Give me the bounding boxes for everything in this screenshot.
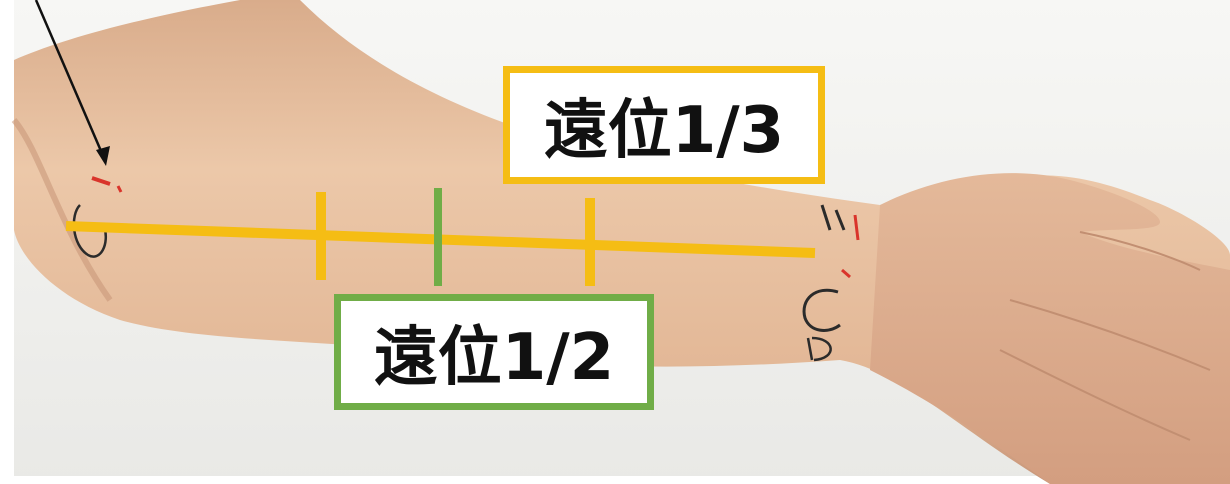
red-marker-elbow: [91, 176, 111, 186]
black-marker-wrist-c: [802, 288, 841, 332]
distal-third-text: 遠位1/3: [543, 94, 785, 168]
hand: [870, 173, 1230, 484]
red-marker-wrist-2: [841, 268, 851, 279]
black-marker-wrist-top: [820, 204, 846, 231]
black-marker-wrist-d: [806, 336, 832, 362]
pointer-arrow-line: [34, 0, 106, 159]
distal-half-text: 遠位1/2: [373, 321, 615, 395]
finger-crease: [1079, 231, 1201, 271]
pointer-arrow-head: [96, 146, 110, 166]
finger-crease-3: [999, 349, 1191, 441]
bottom-border: [0, 476, 1230, 484]
red-marker-elbow-2: [116, 185, 123, 193]
red-marker-wrist: [853, 214, 860, 241]
black-marker-elbow: [72, 204, 107, 258]
finger-crease-2: [1009, 299, 1211, 371]
distal-third-label: 遠位1/3: [503, 66, 825, 184]
left-border: [0, 0, 14, 484]
distal-half-label: 遠位1/2: [334, 294, 654, 410]
elbow-shadow: [11, 118, 113, 302]
